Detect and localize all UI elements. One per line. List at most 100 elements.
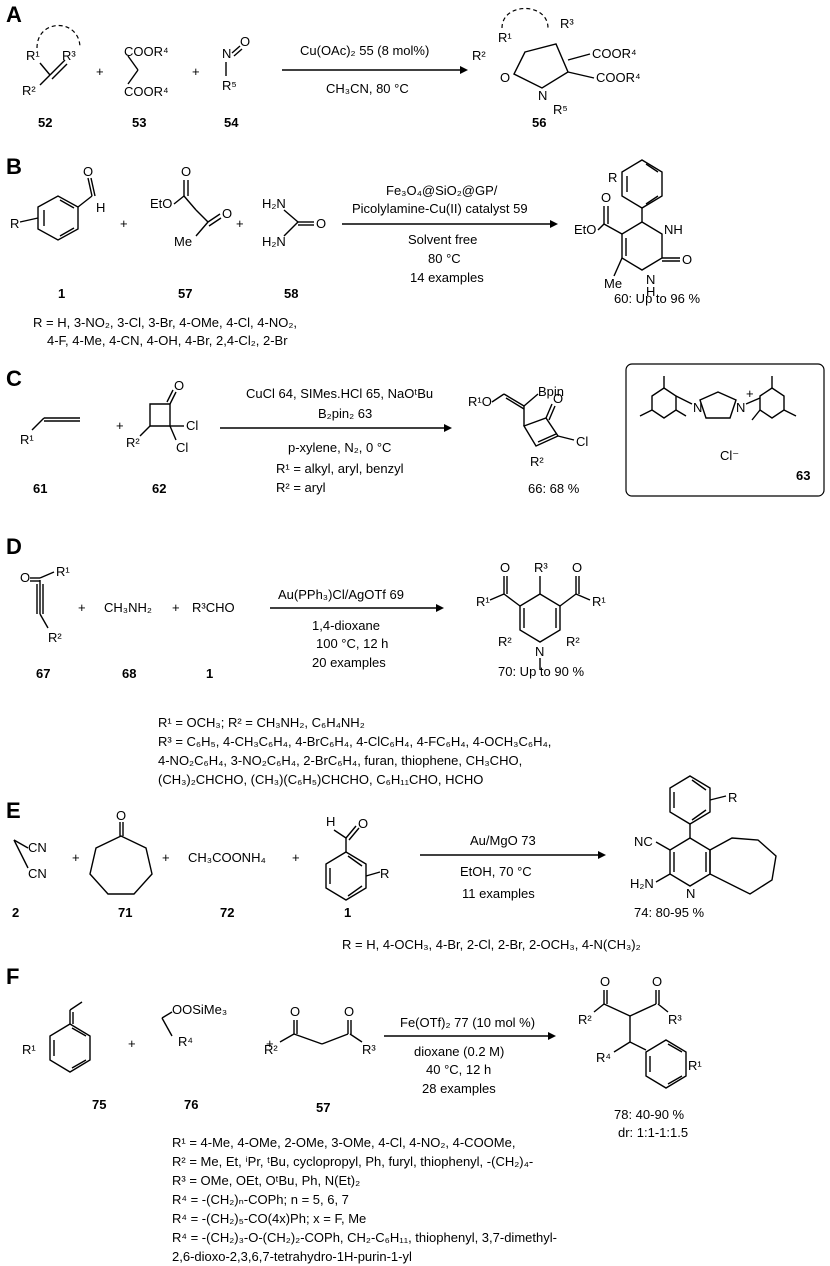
product-yield: 70: Up to 90 % [498, 664, 584, 679]
panel-label-a: A [6, 2, 22, 27]
r3-label: R³ [362, 1042, 376, 1057]
substituent-line: R⁴ = -(CH₂)ₙ-COPh; n = 5, 6, 7 [172, 1192, 349, 1207]
panel-label-f: F [6, 964, 19, 989]
dihydropyridine-70: R³ O R¹ O R¹ R² R² N [476, 560, 606, 670]
ammonium-acetate-72: CH₃COONH₄ [188, 850, 266, 865]
r1-label: R¹ [22, 1042, 36, 1057]
aminopyridine-74: R NC H₂N N [630, 775, 777, 901]
o-atom: O [572, 560, 582, 575]
arrow-head [598, 851, 606, 859]
r-label: R [380, 866, 389, 881]
o-atom: O [290, 1004, 300, 1019]
plus-sign: + [292, 850, 300, 865]
bpin-label: Bpin [538, 384, 564, 399]
oosime3-label: OOSiMe₃ [172, 1002, 227, 1017]
n-atom: N [693, 400, 702, 415]
plus-sign: + [96, 64, 104, 79]
compound-number: 2 [12, 905, 19, 920]
coor4-lower: COOR⁴ [124, 84, 169, 99]
substituent-line: 4-NO₂C₆H₄, 3-NO₂C₆H₄, 2-BrC₆H₄, furan, t… [158, 753, 522, 768]
plus-sign: + [172, 600, 180, 615]
o-atom: O [344, 1004, 354, 1019]
o-atom: O [652, 974, 662, 989]
plus-sign: + [236, 216, 244, 231]
r2-label: R² [578, 1012, 592, 1027]
n-atom: N [686, 886, 695, 901]
compound-number: 1 [344, 905, 351, 920]
n-atom: N [538, 88, 547, 103]
h-atom: H [96, 200, 105, 215]
product-yield: 66: 68 % [528, 481, 580, 496]
condition-line: 1,4-dioxane [312, 618, 380, 633]
diastereomeric-ratio: dr: 1:1-1:1.5 [618, 1125, 688, 1140]
compound-number: 68 [122, 666, 136, 681]
condition-line: EtOH, 70 °C [460, 864, 532, 879]
isoxazolidine-56: R¹ R² R³ COOR⁴ COOR⁴ O N R⁵ [472, 7, 641, 117]
r2-label: R² [472, 48, 486, 63]
panel-e: E CN CN + O + CH₃COONH₄ + H O [6, 775, 777, 952]
plus-sign: + [266, 1036, 274, 1051]
n-atom: N [222, 46, 231, 61]
o-atom: O [500, 70, 510, 85]
h-atom: H [326, 814, 335, 829]
r4-label: R⁴ [178, 1034, 193, 1049]
compound-number: 52 [38, 115, 52, 130]
panel-label-b: B [6, 154, 22, 179]
product-yield: 78: 40-90 % [614, 1107, 685, 1122]
condition-line: B₂pin₂ 63 [318, 406, 372, 421]
silyl-peroxide-76: OOSiMe₃ R⁴ [161, 1002, 227, 1049]
urea-58: H₂N H₂N O [262, 196, 326, 249]
o-atom: O [358, 816, 368, 831]
cyclobutenone-66: R¹O Bpin O Cl R² [468, 384, 588, 469]
condition-line: 14 examples [410, 270, 484, 285]
cl-label: Cl [176, 440, 188, 455]
r2-label: R² [22, 83, 36, 98]
cyclobutanone-62: O Cl Cl R² [126, 378, 198, 455]
r1-label: R¹ [56, 564, 70, 579]
condition-line: 20 examples [312, 655, 386, 670]
o-atom: O [116, 808, 126, 823]
coor4-upper: COOR⁴ [592, 46, 637, 61]
substituent-line: R² = Me, Et, ⁱPr, ᵗBu, cyclopropyl, Ph, … [172, 1154, 533, 1169]
arrow-head [460, 66, 468, 74]
condition-line: Au(PPh₃)Cl/AgOTf 69 [278, 587, 404, 602]
substituent-line: R³ = OMe, OEt, OᵗBu, Ph, N(Et)₂ [172, 1173, 360, 1188]
condition-line: Fe(OTf)₂ 77 (10 mol %) [400, 1015, 535, 1030]
panel-label-e: E [6, 798, 21, 823]
r1-label: R¹ [592, 594, 606, 609]
h2n-label: H₂N [630, 876, 654, 891]
ethyl-acetoacetate-57: EtO O O Me [150, 164, 232, 249]
compound-number: 63 [796, 468, 810, 483]
h-atom: H [646, 284, 655, 299]
me-label: Me [604, 276, 622, 291]
substituent-line: 4-F, 4-Me, 4-CN, 4-OH, 4-Br, 2,4-Cl₂, 2-… [47, 333, 288, 348]
arrow-head [548, 1032, 556, 1040]
product-yield: 74: 80-95 % [634, 905, 705, 920]
o-atom: O [316, 216, 326, 231]
compound-number: 56 [532, 115, 546, 130]
nh-label: NH [664, 222, 683, 237]
compound-number: 75 [92, 1097, 106, 1112]
allene-61: R¹ [20, 417, 80, 447]
nc-label: NC [634, 834, 653, 849]
plus-sign: + [192, 64, 200, 79]
n-atom: N [535, 644, 544, 659]
catalyst-box-63: N N + Cl⁻ 63 [625, 363, 825, 497]
malonate-53: COOR⁴ COOR⁴ [124, 44, 169, 99]
o-atom: O [600, 974, 610, 989]
r3-label: R³ [534, 560, 548, 575]
malononitrile-2: CN CN [13, 839, 47, 881]
substituent-line: R⁴ = -(CH₂)₅-CO(4x)Ph; x = F, Me [172, 1211, 366, 1226]
r2-label: R² [126, 435, 140, 450]
panel-a: A R¹ R³ R² + COOR⁴ COOR⁴ + N O [6, 2, 641, 130]
compound-number: 57 [178, 286, 192, 301]
substituent-line: R = H, 3-NO₂, 3-Cl, 3-Br, 4-OMe, 4-Cl, 4… [33, 315, 297, 330]
cl-label: Cl [576, 434, 588, 449]
r1o-label: R¹O [468, 394, 492, 409]
eto-label: EtO [574, 222, 596, 237]
eto-label: EtO [150, 196, 172, 211]
methylamine-68: CH₃NH₂ [104, 600, 152, 615]
r3-label: R³ [62, 48, 76, 63]
compound-number: 76 [184, 1097, 198, 1112]
plus-sign: + [162, 850, 170, 865]
